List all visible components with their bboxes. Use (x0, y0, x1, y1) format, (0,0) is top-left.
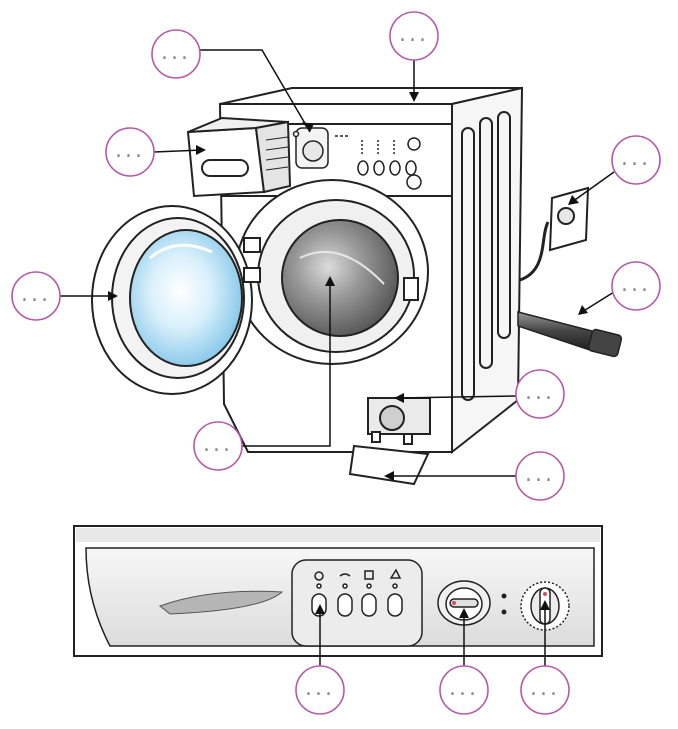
drain-hose (517, 311, 623, 358)
callout-drain-hose: ... (611, 261, 661, 311)
filter-cover (348, 444, 430, 486)
callout-circle (105, 127, 155, 177)
leader-drum (240, 282, 331, 447)
panel-handle (158, 590, 284, 615)
callout-filter-cap: ... (515, 369, 565, 419)
callout-top-body: ... (389, 11, 439, 61)
leader-arrowheads (108, 92, 588, 618)
callout-power-plug: ... (611, 135, 661, 185)
callout-circle (520, 665, 570, 715)
callout-panel-buttons: ... (295, 665, 345, 715)
callout-temperature-knob: ... (520, 665, 570, 715)
callout-circle (515, 369, 565, 419)
machine-program-knob (302, 140, 324, 162)
door (91, 205, 261, 395)
callout-ellipsis-text: ... (305, 676, 335, 701)
drum-opening (235, 179, 429, 365)
side-ribs (461, 111, 511, 401)
callout-ellipsis-text: ... (21, 282, 51, 307)
leader-lines (60, 49, 615, 670)
control-panel-detail (73, 525, 603, 657)
callout-circle (11, 271, 61, 321)
callout-filter-cover: ... (515, 451, 565, 501)
callout-circle (515, 451, 565, 501)
callout-ellipsis-text: ... (525, 380, 555, 405)
leader-filter-cap (397, 395, 519, 399)
filter-cap (379, 405, 405, 431)
filter-housing (348, 397, 431, 486)
detergent-drawer (186, 116, 292, 198)
callout-circle (193, 421, 243, 471)
leader-panel-knob (198, 49, 311, 133)
callout-ellipsis-text: ... (399, 22, 429, 47)
callout-circle (611, 135, 661, 185)
machine-control-panel (292, 127, 422, 190)
callout-ellipsis-text: ... (530, 676, 560, 701)
leader-plug (571, 171, 615, 203)
callout-circle (611, 261, 661, 311)
callout-circle (295, 665, 345, 715)
button-cluster (291, 559, 423, 647)
program-selector (437, 580, 491, 626)
callout-detergent-drawer: ... (105, 127, 155, 177)
leader-drawer (153, 149, 203, 153)
door-glass (129, 229, 243, 367)
callout-ellipsis-text: ... (203, 432, 233, 457)
leader-hose (581, 291, 615, 313)
callout-ellipsis-text: ... (449, 676, 479, 701)
callout-ellipsis-text: ... (161, 40, 191, 65)
callout-circle (151, 29, 201, 79)
callout-circle (389, 11, 439, 61)
callout-ellipsis-text: ... (115, 138, 145, 163)
power-plug (519, 186, 590, 282)
callout-drum: ... (193, 421, 243, 471)
callout-top-left-panel-knob: ... (151, 29, 201, 79)
callout-ellipsis-text: ... (621, 272, 651, 297)
callouts: .................................... (11, 11, 661, 715)
callout-ellipsis-text: ... (621, 146, 651, 171)
callout-circle (439, 665, 489, 715)
callout-program-selector: ... (439, 665, 489, 715)
callout-door: ... (11, 271, 61, 321)
drum (281, 219, 399, 337)
callout-ellipsis-text: ... (525, 462, 555, 487)
